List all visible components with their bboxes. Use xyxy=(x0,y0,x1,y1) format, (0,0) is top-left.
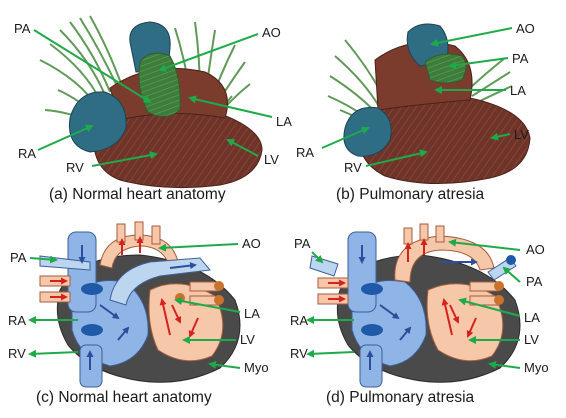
panel-c-label-myo: Myo xyxy=(244,360,269,375)
panel-c-flow-arrows xyxy=(50,236,199,370)
panel-c-label-rv: RV xyxy=(8,346,26,361)
panel-b-pulmonary-artery xyxy=(424,53,467,84)
panel-d-pulmonary-artery-left xyxy=(309,255,339,277)
panel-d-label-ao: AO xyxy=(526,242,545,257)
panel-b-label-la: LA xyxy=(510,83,526,98)
panel-c-label-lv: LV xyxy=(240,332,255,347)
panel-c-label-ao: AO xyxy=(242,236,261,251)
panel-d-label-pa-right: PA xyxy=(526,274,543,289)
panel-a-label-la: LA xyxy=(276,114,292,129)
panel-d-illustration xyxy=(309,223,521,388)
panel-a-pulmonary-artery xyxy=(138,52,181,117)
panel-d-aorta-branch xyxy=(419,223,429,241)
panel-c-left-ventricle xyxy=(148,283,224,362)
panel-a-label-rv: RV xyxy=(66,160,84,175)
panel-d-vena-cava xyxy=(347,231,377,313)
panel-c-aorta-branch xyxy=(116,223,126,243)
panel-b-label-pa: PA xyxy=(512,51,529,66)
panel-c-valve xyxy=(81,283,103,295)
panel-d-pulmonary-vein xyxy=(469,281,499,292)
panel-d-caption: (d) Pulmonary atresia xyxy=(326,389,475,406)
panel-d-label-pa-left: PA xyxy=(294,236,311,251)
panel-d-flow-arrows xyxy=(328,238,478,370)
panel-b-label-lv: LV xyxy=(514,127,529,142)
panel-c-label-ra: RA xyxy=(8,313,26,328)
panel-b-illustration xyxy=(327,23,531,185)
panel-c-caption: (c) Normal heart anatomy xyxy=(36,389,212,406)
panel-d-vein-end xyxy=(494,281,504,291)
panel-d-label-myo: Myo xyxy=(524,360,549,375)
panel-c-aorta-branch xyxy=(151,225,161,245)
panel-d-valve xyxy=(361,324,383,336)
panel-a-right-atrium xyxy=(68,91,127,153)
panel-c-pulmonary-artery xyxy=(109,257,211,306)
panel-a-caption: (a) Normal heart anatomy xyxy=(49,186,226,203)
panel-b-label-rv: RV xyxy=(344,160,362,175)
panel-c-illustration xyxy=(39,221,241,388)
panel-a-label-pa: PA xyxy=(14,21,31,36)
panel-c-vena-cava xyxy=(67,231,97,313)
panel-d-label-rv: RV xyxy=(290,346,308,361)
panel-c-pulmonary-vein xyxy=(189,281,219,292)
panel-b-label-ra: RA xyxy=(296,145,314,160)
panel-d-pa-end xyxy=(506,255,516,265)
panel-b-label-ao: AO xyxy=(516,21,535,36)
panel-d-vein-end xyxy=(494,295,504,305)
panel-c-label-la: LA xyxy=(244,306,260,321)
panel-d-label-ra: RA xyxy=(290,313,308,328)
panel-c-vein-end xyxy=(214,281,224,291)
panel-d-left-ventricle xyxy=(426,283,504,362)
panel-a-label-lv: LV xyxy=(264,152,279,167)
panel-a-label-ao: AO xyxy=(262,25,281,40)
panel-c-aorta-branch xyxy=(134,221,144,241)
panel-d-valve xyxy=(361,283,383,295)
panel-c-vein-end xyxy=(214,295,224,305)
panel-d-label-lv: LV xyxy=(524,332,539,347)
panel-a-label-ra: RA xyxy=(18,146,36,161)
panel-a-illustration xyxy=(39,15,263,189)
panel-c-label-pa: PA xyxy=(10,250,27,265)
panel-d-aorta-branch xyxy=(435,225,445,243)
panel-d-aorta-branch xyxy=(403,227,413,245)
panel-b-caption: (b) Pulmonary atresia xyxy=(336,186,485,203)
pointer-arrows xyxy=(28,27,521,369)
panel-d-label-la: LA xyxy=(524,310,540,325)
panel-c-valve xyxy=(81,324,103,336)
